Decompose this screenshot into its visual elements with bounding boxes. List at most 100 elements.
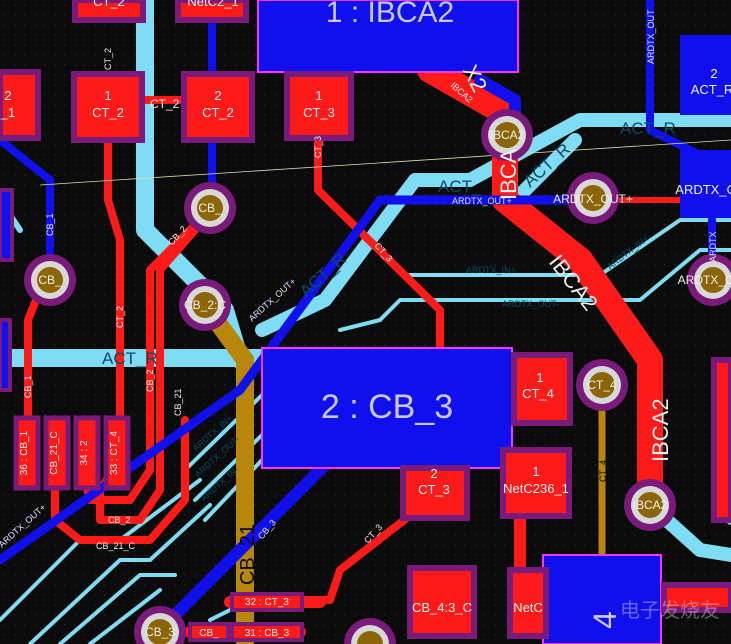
pad-netc-b [507, 567, 549, 639]
pad-labels-small: 36 : CB_1 CB_21_C 34 : 2 33 : CT_4 32 : … [19, 430, 290, 639]
pad-31-label: 31 : CB_3 [245, 628, 290, 639]
via-cb-top [184, 182, 236, 234]
trace-cb21c-label: CB_21_C [96, 541, 136, 551]
pad-36 [13, 415, 41, 491]
pad-ct3-2 [400, 465, 470, 521]
trace-ct2-label: CT_2 [103, 48, 113, 70]
pad-ardtx-o-label: ARDTX_O [675, 182, 731, 197]
pad-ct4-1 [511, 352, 573, 426]
component-right-mid-body [680, 150, 731, 218]
label-component-ibca2: 1 : IBCA2 [326, 0, 454, 29]
pad-35-label: CB_21_C [49, 431, 60, 474]
component-ibca2-body [257, 0, 519, 73]
via-cb-2c-label: CB_2:C [184, 298, 226, 312]
pad-33 [103, 415, 131, 491]
pad-ct4-1-net: CT_4 [522, 386, 554, 401]
via-cb-left-label: CB_ [38, 273, 62, 287]
pad-31 [230, 622, 304, 642]
component-4-body [542, 554, 662, 644]
pad-cb-small [188, 622, 230, 642]
trace-ardtx-vert-label: ARDTX_OUT [646, 9, 656, 64]
trace-ibca2-vertical-label: IBCA [496, 148, 521, 200]
via-ct4 [576, 359, 628, 411]
trace-ardtx-out-plus-label: ARDTX_OUT+ [452, 196, 512, 206]
trace-ct3-label: CT_3 [313, 136, 323, 158]
label-component-cb3: 2 : CB_3 [321, 388, 453, 426]
via-cb-left [24, 254, 76, 306]
trace-ct3 [314, 116, 444, 354]
pad-left-blue [0, 188, 14, 262]
pad-top-ct2 [72, 0, 146, 23]
trace-act-top-label: ACT_ [438, 177, 482, 196]
component-right-top-body [680, 35, 731, 115]
via-cb-bottom-label: CB_3 [145, 625, 175, 639]
pad-right-red-1 [711, 357, 731, 523]
trace-ardtx-out-minus-label: ARDTX_OUT- [502, 299, 559, 309]
pad-top-netc-label: NetC2_1 [187, 0, 238, 9]
via-ibca2-top-label: IBCA2 [490, 128, 525, 142]
via-cb-2c [179, 279, 231, 331]
trace-cb2-b-label: CB_2 [108, 515, 131, 525]
component-cb3-body [261, 347, 513, 469]
pad-ct3-2-net: CT_3 [418, 482, 450, 497]
trace-cb1-v-label: CB_1 [23, 375, 33, 398]
pad-left-2-net: _1 [0, 105, 15, 120]
via-cb-bottom [134, 606, 186, 644]
trace-cb1-label: CB_1 [45, 213, 55, 236]
pad-ct2-1-num: 1 [104, 88, 111, 103]
pad-left-2 [0, 69, 41, 141]
via-ardtx-right-label: ARDTX_O [678, 273, 731, 287]
trace-bottom-fan-3 [58, 573, 177, 644]
trace-bottom-fan-4 [88, 588, 162, 644]
via-ibca2-right [624, 479, 676, 531]
pad-act-r-num: 2 [710, 66, 717, 81]
pad-32-label: 32 : CT_3 [245, 597, 289, 608]
via-ct4-label: CT_4 [587, 378, 617, 392]
pad-cb43 [407, 565, 477, 639]
pad-cb-small-label: CB_ [199, 628, 219, 639]
pad-ct2-2 [181, 71, 255, 143]
via-labels: CB_ CB_ CB_2:C IBCA2 ARDTX_OUT+ CT_4 IBC… [38, 128, 731, 639]
trace-cb21-label: CB_21 [173, 388, 183, 416]
trace-ibca2-vert-label: IBCA2 [648, 398, 673, 462]
label-component-4: 4 [587, 611, 623, 629]
trace-ct2-vertical [96, 136, 209, 524]
trace-ardtx-vert2-label: ARDTX [708, 231, 718, 262]
trace-cb21-c [51, 416, 189, 544]
trace-ct2-h-label: CT_2 [150, 97, 180, 111]
trace-ardtx-in-plus [408, 218, 731, 277]
pad-ct3-2-num: 2 [430, 466, 437, 481]
pad-ct2-1-net: CT_2 [92, 105, 124, 120]
via-cb-top-label: CB_ [198, 201, 222, 215]
pad-netc-b-label: NetC [513, 600, 543, 615]
pad-ct2-2-num: 2 [214, 88, 221, 103]
trace-cb3-blue [154, 454, 336, 636]
watermark: 电子发烧友 [620, 599, 720, 622]
pad-left-blue-2 [0, 318, 12, 392]
pad-top-netc [175, 0, 249, 23]
via-ardtx-out-label: ARDTX_OUT+ [553, 192, 633, 206]
pad-netc236-1 [500, 447, 572, 519]
trace-act-r-left-label: ACT_R [102, 349, 158, 368]
pad-labels: CT_2 NetC2_1 1 CT_2 2 CT_2 1 CT_3 2 _1 1… [0, 0, 731, 615]
trace-ardtx-mid [338, 318, 382, 332]
pad-left-2-num: 2 [4, 88, 11, 103]
pad-36-label: 36 : CB_1 [19, 430, 30, 475]
vias [24, 109, 731, 644]
via-ibca2-right-label: IBCA2 [633, 498, 668, 512]
trace-ct2-v-label: CT_2 [115, 306, 125, 328]
pad-top-ct2-label: CT_2 [93, 0, 125, 9]
pad-ct3-1-num: 1 [315, 88, 322, 103]
trace-ct4-v-label: CT_4 [598, 460, 608, 482]
trace-bottom-fan-2 [28, 503, 212, 644]
pad-netc236-num: 1 [532, 464, 539, 479]
ratsnest-line [39, 139, 731, 186]
pad-cb43-label: CB_4:3_C [412, 600, 472, 615]
trace-cb2-v-label: CB_2 [145, 369, 155, 392]
pad-right-red-2 [661, 582, 731, 613]
trace-act-r-main [508, 133, 582, 207]
pad-netc236-net: NetC236_1 [503, 481, 569, 496]
trace-cb21-big-label: CB_21 [237, 524, 259, 585]
